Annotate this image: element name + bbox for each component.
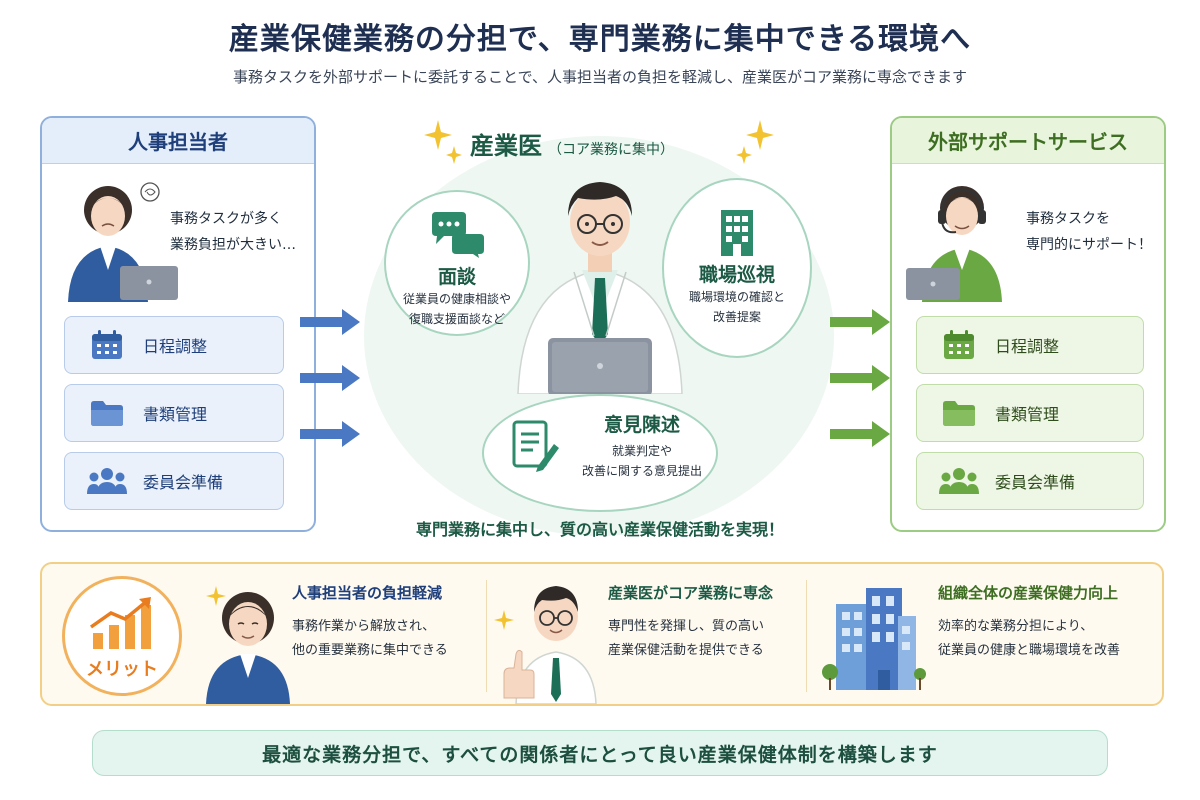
bubble-interview: 面談 従業員の健康相談や 復職支援面談など bbox=[384, 190, 530, 336]
chat-icon bbox=[432, 212, 484, 258]
center-message: 専門業務に集中し、質の高い産業保健活動を実現！ bbox=[415, 520, 784, 539]
blue-arrow-3 bbox=[300, 421, 360, 447]
bubble-inspection-line1: 職場環境の確認と bbox=[688, 290, 785, 304]
support-task-documents-label: 書類管理 bbox=[995, 405, 1060, 424]
merit-item-hr: 人事担当者の負担軽減 事務作業から解放され、 他の重要業務に集中できる bbox=[292, 582, 448, 663]
merit-divider-2 bbox=[806, 580, 807, 692]
doctor-title: 産業医 （コア業務に集中） bbox=[470, 126, 674, 161]
support-panel: 外部サポートサービス 事務タスクを 専門的にサポート！ 日程調整 書類管理 委員… bbox=[890, 116, 1166, 532]
hr-person-illustration bbox=[68, 182, 178, 302]
merit-badge: メリット bbox=[62, 576, 182, 696]
hr-task-committee: 委員会準備 bbox=[64, 452, 284, 510]
hr-speech: 事務タスクが多く 業務負担が大きい… bbox=[170, 206, 296, 258]
sparkle-icon-right bbox=[736, 120, 774, 164]
green-arrow-2 bbox=[830, 365, 890, 391]
folder-icon bbox=[939, 397, 979, 429]
hr-speech-line2: 業務負担が大きい… bbox=[170, 237, 296, 253]
merit-doctor-illustration bbox=[494, 586, 597, 704]
bubble-opinion-title: 意見陳述 bbox=[603, 414, 680, 436]
support-task-committee-label: 委員会準備 bbox=[995, 473, 1076, 492]
blue-arrow-2 bbox=[300, 365, 360, 391]
bubble-inspection: 職場巡視 職場環境の確認と 改善提案 bbox=[662, 178, 812, 358]
support-speech-line1: 事務タスクを bbox=[1026, 211, 1110, 227]
document-pen-icon bbox=[512, 420, 559, 472]
green-arrow-1 bbox=[830, 309, 890, 335]
merit-item-hr-line1: 事務作業から解放され、 bbox=[292, 619, 436, 634]
footer-message: 最適な業務分担で、すべての関係者にとって良い産業保健体制を構築します bbox=[92, 730, 1108, 776]
merit-item-doctor: 産業医がコア業務に専念 専門性を発揮し、質の高い 産業保健活動を提供できる bbox=[608, 582, 773, 663]
bubble-interview-line2: 復職支援面談など bbox=[408, 312, 505, 326]
hr-panel-title: 人事担当者 bbox=[42, 118, 314, 164]
doctor-illustration bbox=[517, 182, 683, 394]
page-title: 産業保健業務の分担で、専門業務に集中できる環境へ bbox=[228, 22, 972, 57]
merit-organization-illustration bbox=[822, 588, 926, 690]
merit-item-hr-desc: 事務作業から解放され、 他の重要業務に集中できる bbox=[292, 615, 448, 663]
merit-item-doctor-line2: 産業保健活動を提供できる bbox=[608, 643, 764, 658]
people-icon bbox=[87, 465, 127, 497]
bubble-interview-line1: 従業員の健康相談や bbox=[402, 292, 511, 306]
hr-task-documents: 書類管理 bbox=[64, 384, 284, 442]
support-speech-line2: 専門的にサポート！ bbox=[1026, 237, 1152, 253]
bubble-opinion-line1: 就業判定や bbox=[611, 444, 672, 458]
support-speech: 事務タスクを 専門的にサポート！ bbox=[1026, 206, 1152, 258]
support-task-committee: 委員会準備 bbox=[916, 452, 1144, 510]
doctor-title-label: 産業医 bbox=[470, 132, 542, 160]
support-task-documents: 書類管理 bbox=[916, 384, 1144, 442]
merit-item-organization: 組織全体の産業保健力向上 効率的な業務分担により、 従業員の健康と職場環境を改善 bbox=[938, 582, 1120, 663]
calendar-icon bbox=[87, 329, 127, 361]
sparkle-icon-left bbox=[424, 120, 462, 164]
merit-hr-person-illustration bbox=[206, 586, 290, 704]
support-panel-title: 外部サポートサービス bbox=[892, 118, 1164, 164]
green-arrow-3 bbox=[830, 421, 890, 447]
bubble-inspection-title: 職場巡視 bbox=[698, 264, 775, 286]
doctor-title-note: （コア業務に集中） bbox=[548, 142, 674, 158]
calendar-icon bbox=[939, 329, 979, 361]
hr-task-committee-label: 委員会準備 bbox=[143, 473, 224, 492]
blue-arrow-1 bbox=[300, 309, 360, 335]
support-task-schedule-label: 日程調整 bbox=[995, 337, 1060, 356]
merit-label: メリット bbox=[86, 659, 158, 680]
hr-panel: 人事担当者 事務タスクが多く 業務負担が大きい… 日程調整 書類管理 委員会準備 bbox=[40, 116, 316, 532]
merit-item-doctor-title: 産業医がコア業務に専念 bbox=[608, 584, 774, 602]
merit-item-organization-desc: 効率的な業務分担により、 従業員の健康と職場環境を改善 bbox=[938, 615, 1120, 663]
merit-item-doctor-desc: 専門性を発揮し、質の高い 産業保健活動を提供できる bbox=[608, 615, 773, 663]
hr-task-documents-label: 書類管理 bbox=[143, 405, 208, 424]
hr-speech-line1: 事務タスクが多く bbox=[170, 211, 282, 227]
merit-item-organization-title: 組織全体の産業保健力向上 bbox=[938, 584, 1119, 602]
merit-item-doctor-line1: 専門性を発揮し、質の高い bbox=[608, 619, 765, 634]
merit-section: メリット 人事担当者の負担軽減 事務作業から解放され、 他の重要業務に集中できる… bbox=[40, 562, 1164, 706]
merit-item-hr-title: 人事担当者の負担軽減 bbox=[292, 584, 443, 602]
folder-icon bbox=[87, 397, 127, 429]
merit-item-organization-line1: 効率的な業務分担により、 bbox=[938, 619, 1094, 634]
merit-divider-1 bbox=[486, 580, 487, 692]
bubble-interview-title: 面談 bbox=[437, 266, 476, 288]
bubble-opinion-text: 意見陳述 就業判定や 改善に関する意見提出 bbox=[572, 410, 712, 481]
hr-task-schedule-label: 日程調整 bbox=[143, 337, 208, 356]
bubble-opinion: 意見陳述 就業判定や 改善に関する意見提出 bbox=[482, 394, 718, 512]
growth-chart-icon bbox=[89, 597, 151, 649]
building-icon bbox=[721, 210, 753, 256]
support-person-illustration bbox=[906, 186, 1002, 302]
merit-item-hr-line2: 他の重要業務に集中できる bbox=[292, 643, 448, 658]
support-task-schedule: 日程調整 bbox=[916, 316, 1144, 374]
page-subtitle: 事務タスクを外部サポートに委託することで、人事担当者の負担を軽減し、産業医がコア… bbox=[233, 68, 967, 86]
hr-task-schedule: 日程調整 bbox=[64, 316, 284, 374]
bubble-inspection-line2: 改善提案 bbox=[712, 310, 761, 324]
merit-item-organization-line2: 従業員の健康と職場環境を改善 bbox=[938, 643, 1121, 658]
people-icon bbox=[939, 465, 979, 497]
bubble-opinion-line2: 改善に関する意見提出 bbox=[581, 464, 702, 478]
